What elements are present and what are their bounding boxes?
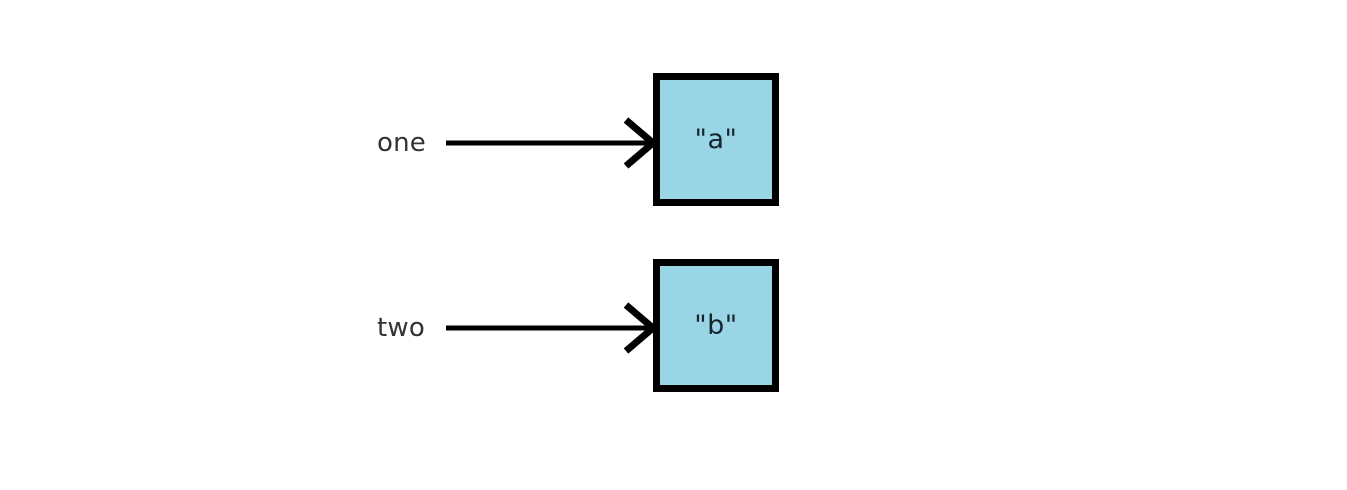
node-box-a[interactable]: "a" [653, 73, 779, 206]
edge-label-two: two [377, 313, 425, 343]
node-label-a: "a" [694, 124, 738, 155]
edge-arrow-two [446, 302, 659, 354]
edge-arrow-one [446, 117, 659, 169]
node-label-b: "b" [694, 310, 738, 341]
edge-label-one: one [377, 128, 426, 158]
node-box-b[interactable]: "b" [653, 259, 779, 392]
